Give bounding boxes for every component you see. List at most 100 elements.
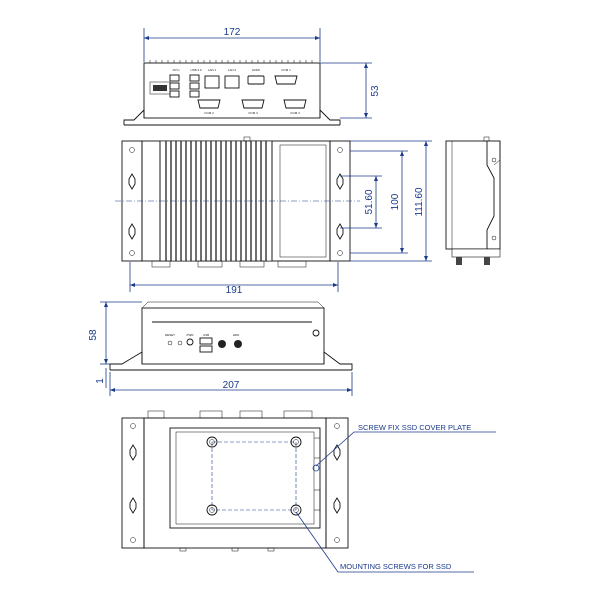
ssd-cover-plate xyxy=(169,427,321,529)
right-foot xyxy=(319,108,341,125)
audio-jack-2 xyxy=(234,340,242,348)
callout-text-mount: MOUNTING SCREWS FOR SSD xyxy=(340,562,452,571)
bottom-nub-2 xyxy=(231,547,239,552)
front-body xyxy=(141,307,325,365)
bottom-top-conn-1 xyxy=(147,410,165,419)
bottom-left-slot-2 xyxy=(129,497,137,514)
ssd-screw-3-inner xyxy=(209,507,215,513)
front-label-usb: USB xyxy=(203,333,209,337)
bottom-right-hole-2 xyxy=(334,537,340,543)
dim-label-11160: 111.60 xyxy=(414,187,425,217)
bottom-top-conn-3 xyxy=(239,410,263,419)
side-view xyxy=(445,136,501,265)
usb-port-2 xyxy=(169,82,180,90)
front-screw xyxy=(312,329,320,337)
front-usb-1 xyxy=(199,337,213,345)
lan-port-1 xyxy=(204,75,220,89)
power-button xyxy=(186,338,194,346)
bottom-right-hole-1 xyxy=(334,423,340,429)
ssd-screw-1 xyxy=(206,436,218,448)
callout-line-plate xyxy=(315,431,355,467)
side-contour-2 xyxy=(493,141,501,166)
ssd-screw-3 xyxy=(206,504,218,516)
bottom-top-conn-4 xyxy=(283,410,313,419)
com-port-2 xyxy=(197,99,221,109)
dim-label-5160: 51.60 xyxy=(364,189,375,214)
bottom-left-hole-2 xyxy=(130,537,136,543)
hdmi-port xyxy=(247,75,265,85)
side-connector-2 xyxy=(484,257,490,265)
left-hole-2 xyxy=(129,250,135,256)
ssd-screw-1-inner xyxy=(209,439,215,445)
dim-label-58: 58 xyxy=(88,329,99,341)
front-left-foot xyxy=(109,351,143,370)
rear-panel-body xyxy=(143,62,321,119)
usb-port-4 xyxy=(189,74,200,82)
usb-port-1 xyxy=(169,74,180,82)
heatsink-fins-top xyxy=(149,60,313,63)
callout-line-mount xyxy=(295,511,339,573)
dim-label-53: 53 xyxy=(370,85,381,97)
bottom-nub-3 xyxy=(267,547,275,552)
bottom-left-slot-1 xyxy=(129,444,137,461)
ssd-area xyxy=(211,441,297,511)
dim-label-191: 191 xyxy=(226,285,243,296)
front-label-reset: RESET xyxy=(165,333,175,337)
bottom-connector-3 xyxy=(239,260,265,268)
side-connector-1 xyxy=(456,257,462,265)
front-top-edge xyxy=(141,301,325,309)
rear-io-view: 172 DVI-I USB 3.0 LAN 1 LAN 2 HDMI COM 1 xyxy=(123,27,381,126)
right-hole-1 xyxy=(337,147,343,153)
front-view: RESET PWR USB HDD 58 1 207 xyxy=(88,301,353,396)
port-label-com1: COM 1 xyxy=(281,68,291,72)
port-label-com2: COM 2 xyxy=(204,111,214,115)
front-right-foot xyxy=(323,351,353,370)
bottom-left-hole-1 xyxy=(130,423,136,429)
port-label-usb3: USB 3.0 xyxy=(190,68,202,72)
lan-port-2 xyxy=(224,75,240,89)
ssd-tabs xyxy=(314,437,321,511)
port-label-hdmi: HDMI xyxy=(252,68,260,72)
bottom-connector-2 xyxy=(197,260,223,268)
side-hole-2 xyxy=(491,235,497,241)
dim-label-100: 100 xyxy=(390,193,401,210)
bottom-right-slot-2 xyxy=(333,497,341,514)
bottom-left-flange xyxy=(121,417,145,549)
left-hole-1 xyxy=(129,147,135,153)
led-1 xyxy=(177,340,183,346)
port-label-lan1: LAN 1 xyxy=(208,68,217,72)
left-foot xyxy=(123,108,145,125)
side-hole-1 xyxy=(491,157,497,163)
right-slot-1 xyxy=(336,173,344,190)
com-port-4 xyxy=(283,99,307,109)
port-label-com4: COM 4 xyxy=(290,111,300,115)
port-label-com3: COM 3 xyxy=(248,111,258,115)
ssd-inner-outline xyxy=(175,431,315,525)
ssd-screw-2 xyxy=(290,436,302,448)
side-top-nub xyxy=(483,136,490,142)
dim-label-1: 1 xyxy=(95,378,106,384)
reset-button xyxy=(167,340,173,346)
bottom-connector-1 xyxy=(151,260,171,268)
ssd-screw-4 xyxy=(290,504,302,516)
right-hole-2 xyxy=(337,250,343,256)
dim-label-207: 207 xyxy=(223,380,240,391)
left-slot-1 xyxy=(128,173,136,190)
callout-text-plate: SCREW FIX SSD COVER PLATE xyxy=(358,423,471,432)
front-usb-2 xyxy=(199,345,213,353)
com-port-3 xyxy=(241,99,265,109)
bottom-view: SCREW FIX SSD COVER PLATE MOUNTING SCREW… xyxy=(121,410,496,573)
bottom-right-flange xyxy=(325,417,349,549)
audio-jack-1 xyxy=(218,340,226,348)
port-label-dvi: DVI-I xyxy=(173,68,180,72)
dim-label-172: 172 xyxy=(224,27,241,38)
side-base xyxy=(451,248,501,258)
side-contour xyxy=(486,141,495,249)
right-slot-2 xyxy=(336,223,344,240)
top-nub xyxy=(243,136,251,142)
usb-port-5 xyxy=(189,82,200,90)
bottom-nub-1 xyxy=(179,547,187,552)
front-label-pwr: PWR xyxy=(187,333,195,337)
com-port-1 xyxy=(274,75,298,85)
